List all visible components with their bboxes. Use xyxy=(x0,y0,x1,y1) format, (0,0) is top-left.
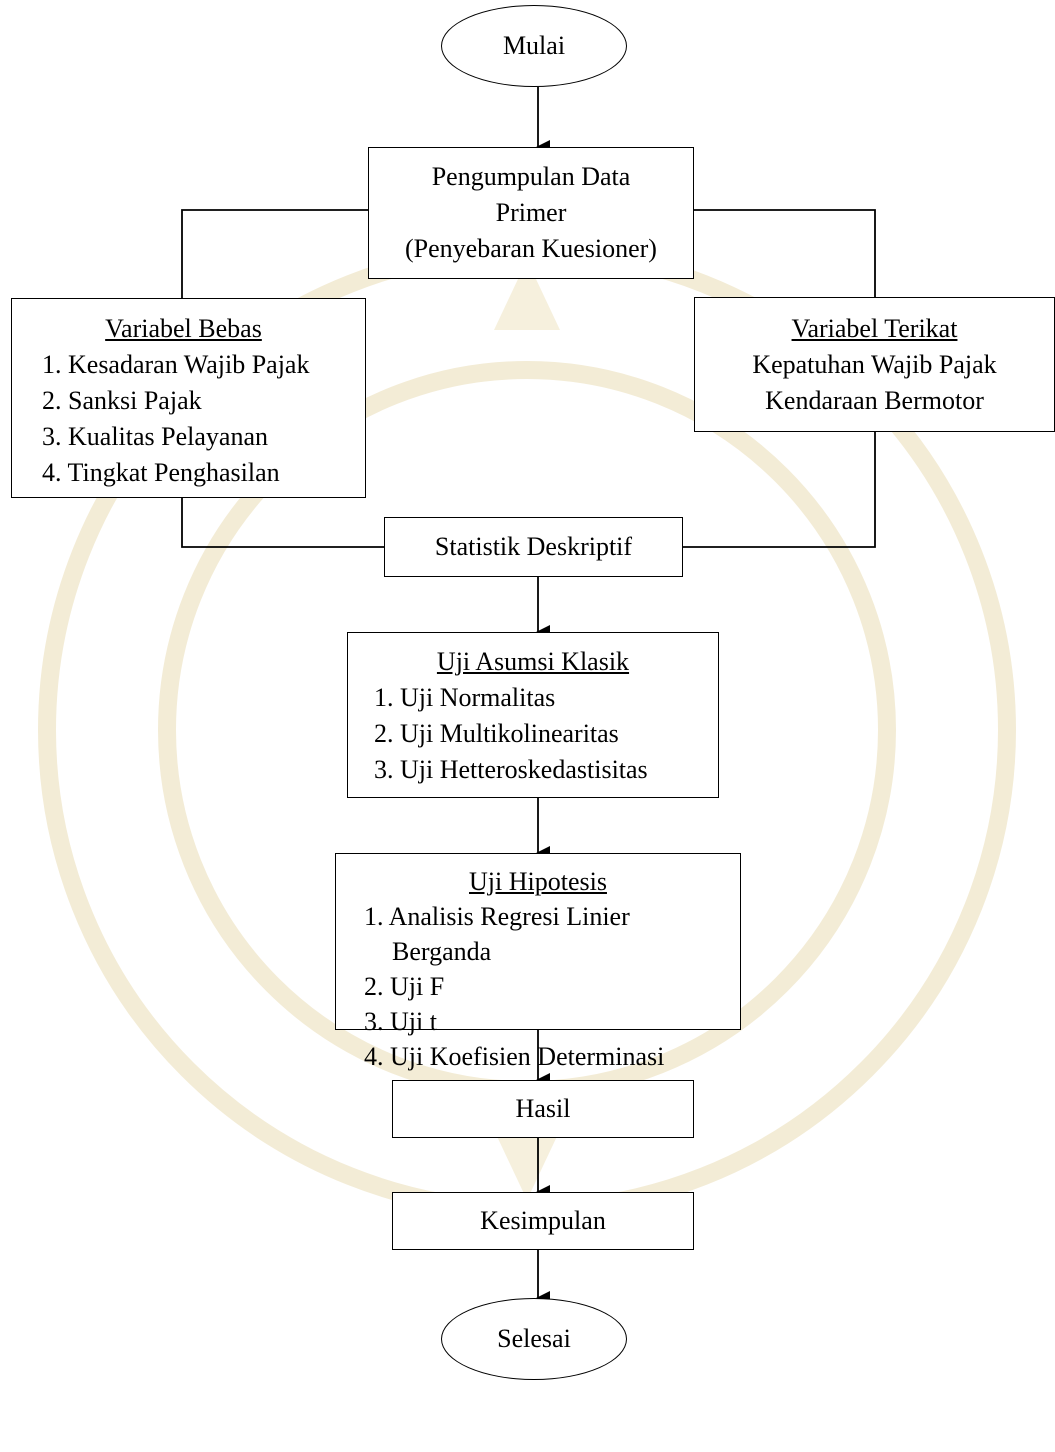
data-collection-line-2: Primer xyxy=(495,198,567,227)
result-label: Hasil xyxy=(515,1094,571,1123)
conclusion-box: Kesimpulan xyxy=(392,1192,694,1250)
connector-collection-to-dependent xyxy=(694,209,876,297)
end-terminal: Selesai xyxy=(441,1298,627,1380)
classic-assumption-box: Uji Asumsi Klasik 1. Uji Normalitas 2. U… xyxy=(347,632,719,798)
hypothesis-test-box: Uji Hipotesis 1. Analisis Regresi Linier… xyxy=(335,853,741,1071)
end-label: Selesai xyxy=(497,1324,571,1353)
classic-assumption-item: 2. Uji Multikolinearitas xyxy=(374,719,619,748)
independent-variable-item: 1. Kesadaran Wajib Pajak xyxy=(42,350,310,379)
independent-variable-item: 3. Kualitas Pelayanan xyxy=(42,422,268,451)
hypothesis-test-item: 3. Uji t xyxy=(364,1007,437,1036)
data-collection-line-3: (Penyebaran Kuesioner) xyxy=(405,234,657,263)
data-collection-line-1: Pengumpulan Data xyxy=(431,162,631,191)
data-collection-box: Pengumpulan Data Primer (Penyebaran Kues… xyxy=(368,147,694,279)
hypothesis-test-title: Uji Hipotesis xyxy=(469,867,607,896)
classic-assumption-item: 1. Uji Normalitas xyxy=(374,683,556,712)
dependent-variable-box: Variabel Terikat Kepatuhan Wajib Pajak K… xyxy=(694,297,1055,432)
dependent-variable-line-1: Kepatuhan Wajib Pajak xyxy=(752,349,997,379)
start-label: Mulai xyxy=(502,31,566,60)
hypothesis-test-item: 1. Analisis Regresi Linier xyxy=(364,902,630,931)
hypothesis-test-item: 2. Uji F xyxy=(364,972,445,1001)
dependent-variable-title: Variabel Terikat xyxy=(791,313,958,343)
classic-assumption-title: Uji Asumsi Klasik xyxy=(436,647,630,676)
connector-dependent-to-descriptive xyxy=(683,432,876,548)
classic-assumption-item: 3. Uji Hetteroskedastisitas xyxy=(374,755,648,784)
connector-independent-to-descriptive xyxy=(181,498,384,548)
independent-variables-title: Variabel Bebas xyxy=(105,314,262,343)
independent-variable-item: 2. Sanksi Pajak xyxy=(42,386,202,415)
start-terminal: Mulai xyxy=(441,5,627,87)
hypothesis-test-item: 4. Uji Koefisien Determinasi xyxy=(364,1042,665,1071)
descriptive-statistics-box: Statistik Deskriptif xyxy=(384,517,683,577)
independent-variables-box: Variabel Bebas 1. Kesadaran Wajib Pajak … xyxy=(11,298,366,498)
result-box: Hasil xyxy=(392,1080,694,1138)
dependent-variable-line-2: Kendaraan Bermotor xyxy=(765,385,984,415)
connector-collection-to-independent xyxy=(181,209,368,300)
conclusion-label: Kesimpulan xyxy=(480,1206,606,1235)
independent-variable-item: 4. Tingkat Penghasilan xyxy=(42,458,280,487)
hypothesis-test-item: Berganda xyxy=(392,937,492,966)
descriptive-statistics-label: Statistik Deskriptif xyxy=(434,532,633,561)
